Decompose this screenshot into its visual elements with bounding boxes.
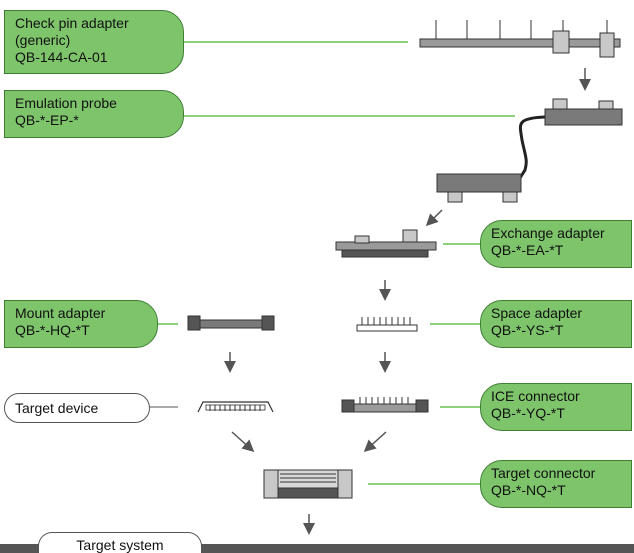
target-system-board xyxy=(0,544,634,553)
label-space-adapter: Space adapter QB-*-YS-*T xyxy=(480,300,632,348)
label-line: Emulation probe xyxy=(15,95,117,111)
label-line: Target system xyxy=(76,537,164,553)
label-line: QB-*-YS-*T xyxy=(491,322,564,338)
label-ice-connector: ICE connector QB-*-YQ-*T xyxy=(480,383,632,431)
label-line: QB-*-NQ-*T xyxy=(491,482,566,498)
arrow-ice-to-target-connector xyxy=(363,431,387,453)
space-adapter-graphic xyxy=(356,317,418,332)
label-line: (generic) xyxy=(15,32,71,48)
emulation-probe-graphic xyxy=(436,98,623,203)
label-target-system: Target system xyxy=(38,532,202,553)
label-line: Mount adapter xyxy=(15,305,106,321)
exchange-adapter-graphic xyxy=(335,229,437,258)
target-connector-graphic xyxy=(263,469,353,499)
label-line: ICE connector xyxy=(491,388,580,404)
label-line: Space adapter xyxy=(491,305,583,321)
label-target-device: Target device xyxy=(4,393,150,423)
label-line: QB-*-HQ-*T xyxy=(15,322,90,338)
arrow-probe-to-exchange xyxy=(425,209,443,227)
label-emulation-probe: Emulation probe QB-*-EP-* xyxy=(4,90,184,138)
label-line: Check pin adapter xyxy=(15,15,129,31)
ice-connector-graphic xyxy=(341,397,429,413)
label-line: Target device xyxy=(15,400,99,416)
label-line: QB-*-EA-*T xyxy=(491,242,564,258)
label-line: QB-*-YQ-*T xyxy=(491,405,565,421)
target-device-graphic xyxy=(197,401,274,413)
label-check-pin-adapter: Check pin adapter (generic) QB-144-CA-01 xyxy=(4,10,184,74)
label-mount-adapter: Mount adapter QB-*-HQ-*T xyxy=(4,300,158,348)
label-line: Exchange adapter xyxy=(491,225,605,241)
mount-adapter-graphic xyxy=(187,315,275,331)
label-exchange-adapter: Exchange adapter QB-*-EA-*T xyxy=(480,220,632,268)
label-line: Target connector xyxy=(491,465,596,481)
label-line: QB-*-EP-* xyxy=(15,112,79,128)
label-line: QB-144-CA-01 xyxy=(15,49,108,65)
arrow-device-to-target-connector xyxy=(231,431,255,453)
label-target-connector: Target connector QB-*-NQ-*T xyxy=(480,460,632,508)
check-pin-adapter-graphic xyxy=(419,20,621,58)
